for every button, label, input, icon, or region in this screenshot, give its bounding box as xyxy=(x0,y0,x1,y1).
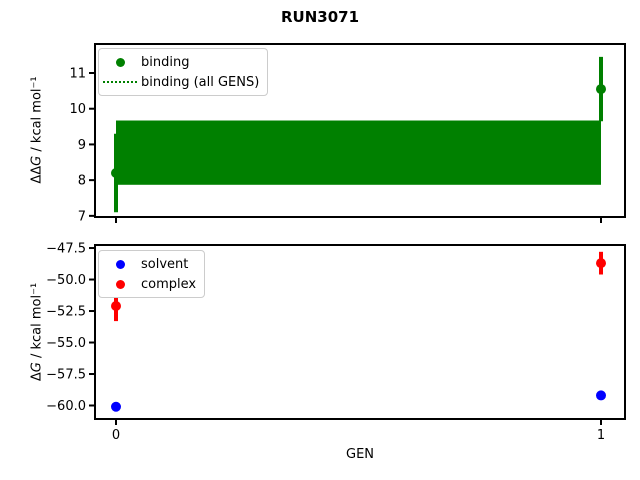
legend-bottom: solvent complex xyxy=(98,250,206,298)
y-tick-label: 7 xyxy=(78,209,86,224)
bottom-y-axis-label: ΔG / kcal mol⁻¹ xyxy=(30,283,45,381)
y-tick-label: −50.0 xyxy=(46,273,86,288)
binding-marker-icon xyxy=(115,57,125,67)
data-point-solvent xyxy=(596,390,606,401)
bottom-ylabel-delta: Δ xyxy=(29,372,45,382)
y-tick-label: −47.5 xyxy=(46,242,86,257)
y-tick-label: −57.5 xyxy=(46,368,86,383)
top-y-axis-label: ΔΔG / kcal mol⁻¹ xyxy=(30,76,45,183)
axes-frame xyxy=(94,244,626,420)
legend-label-binding-all-gens: binding (all GENS) xyxy=(141,74,260,90)
top-ylabel-delta: ΔΔ xyxy=(29,165,45,184)
bottom-ylabel-units: / kcal mol⁻¹ xyxy=(29,282,45,363)
data-point-solvent xyxy=(111,401,121,412)
data-point-binding xyxy=(111,168,121,178)
legend-item-binding-all-gens: binding (all GENS) xyxy=(99,72,259,92)
y-tick-label: 9 xyxy=(78,138,86,153)
x-axis-label: GEN xyxy=(345,447,375,462)
data-point-complex xyxy=(596,258,606,269)
legend-item-binding: binding xyxy=(99,52,259,72)
figure-title: RUN3071 xyxy=(280,8,360,26)
legend-item-complex: complex xyxy=(99,274,196,294)
top-ylabel-units: / kcal mol⁻¹ xyxy=(29,76,45,156)
legend-top: binding binding (all GENS) xyxy=(98,48,269,96)
y-tick-label: 10 xyxy=(69,102,86,117)
binding-all-gens-line-icon xyxy=(103,81,137,83)
y-tick-label: −60.0 xyxy=(46,399,86,414)
legend-label-binding: binding xyxy=(141,54,190,70)
axes-frame xyxy=(94,43,626,218)
legend-label-solvent: solvent xyxy=(141,256,189,272)
y-tick-label: 11 xyxy=(69,67,86,82)
x-tick-label: 1 xyxy=(597,428,605,443)
bottom-ylabel-gsymbol: G xyxy=(29,362,45,373)
uncertainty-band xyxy=(116,120,601,185)
top-ylabel-gsymbol: G xyxy=(29,155,45,166)
complex-marker-icon xyxy=(115,279,125,289)
legend-label-complex: complex xyxy=(141,276,197,292)
data-point-binding xyxy=(596,84,606,95)
x-tick-label: 0 xyxy=(112,428,120,443)
data-point-complex xyxy=(111,300,121,311)
y-tick-label: −55.0 xyxy=(46,336,86,351)
y-tick-label: −52.5 xyxy=(46,305,86,320)
solvent-marker-icon xyxy=(115,259,125,269)
legend-item-solvent: solvent xyxy=(99,254,196,274)
y-tick-label: 8 xyxy=(78,174,86,189)
